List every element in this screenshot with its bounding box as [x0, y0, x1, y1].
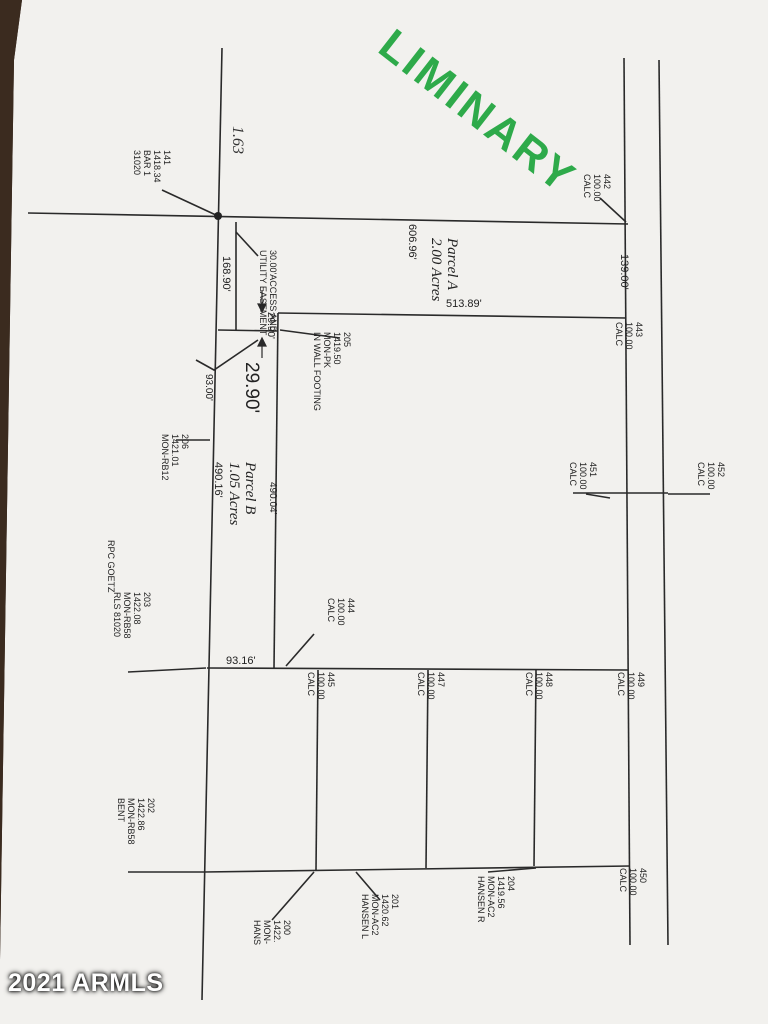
armls-watermark: 2021 ARMLS: [8, 969, 164, 997]
south-boundary-line: [203, 865, 631, 873]
lot-line-447: [425, 669, 429, 869]
table-surface: [0, 0, 22, 960]
leader-203: [127, 667, 207, 673]
east-inner-line: [623, 57, 631, 946]
leader-200: [271, 871, 315, 921]
leader-141: [161, 189, 219, 217]
east-outer-line: [658, 59, 669, 946]
leader-442: [599, 197, 627, 223]
parcel-b-east-line: [273, 312, 279, 669]
parcel-b-bottom-line: [206, 667, 629, 671]
corner-monument-dot: [214, 212, 222, 220]
lot-line-448: [533, 669, 537, 867]
dimension-arrows: [257, 290, 267, 358]
survey-lines: [27, 47, 710, 1001]
lot-line-445: [315, 669, 319, 871]
leader-444: [285, 633, 315, 667]
leader-easement: [235, 231, 259, 257]
easement-bottom-line: [217, 329, 279, 332]
leader-93: [195, 339, 259, 371]
leader-204: [487, 867, 537, 873]
leader-451: [585, 493, 611, 499]
west-boundary-line: [201, 47, 223, 1001]
top-boundary-line: [27, 212, 629, 225]
leader-205: [279, 329, 341, 339]
leader-201: [355, 871, 381, 901]
parcel-a-bottom-line: [277, 312, 627, 319]
